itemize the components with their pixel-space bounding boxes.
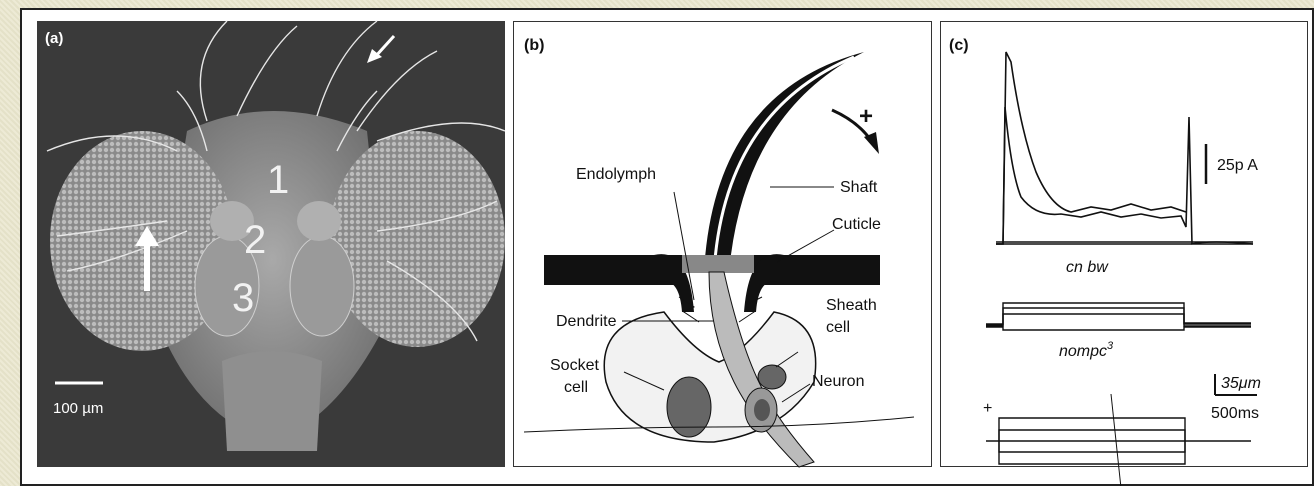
label-socket-cell: cell — [564, 379, 588, 396]
label-socket: Socket — [550, 357, 599, 374]
trace-cn-bw — [996, 52, 1253, 244]
label-sheath-cell: cell — [826, 319, 850, 336]
shaft — [704, 52, 864, 272]
displacement-scale-label: 35μm — [1221, 375, 1261, 392]
trace-plot: (c) 25p A cn bw nompc3 35μm 500ms + — [941, 22, 1309, 468]
scale-bar-label: 100 µm — [53, 400, 103, 417]
trace2-label: nompc3 — [1059, 340, 1114, 360]
label-sheath: Sheath — [826, 297, 877, 314]
panel-c-label: (c) — [949, 37, 969, 54]
current-scale-label: 25p A — [1217, 157, 1258, 174]
label-shaft: Shaft — [840, 179, 878, 196]
fly-head-image: (a) 1 2 3 100 µm — [37, 21, 505, 467]
plus-sign: + — [859, 103, 873, 130]
right-eye — [329, 131, 505, 347]
trace-nompc3 — [986, 303, 1251, 330]
stimulus-steps — [986, 418, 1251, 464]
position-number-1: 1 — [267, 158, 289, 202]
panel-b-schematic: (b) + Endolym — [513, 21, 932, 467]
position-number-2: 2 — [244, 218, 266, 262]
panel-c-recordings: (c) 25p A cn bw nompc3 35μm 500ms + — [940, 21, 1308, 467]
stimulus-plus: + — [983, 400, 992, 417]
trace1-label: cn bw — [1066, 259, 1109, 276]
panel-a-label: (a) — [45, 30, 63, 47]
panel-a-micrograph: (a) 1 2 3 100 µm — [37, 21, 505, 467]
time-scale-label: 500ms — [1211, 405, 1259, 422]
panel-b-label: (b) — [524, 37, 544, 54]
label-endolymph: Endolymph — [576, 166, 656, 183]
bristle-diagram: (b) + Endolym — [514, 22, 933, 468]
label-neuron: Neuron — [812, 373, 864, 390]
label-cuticle: Cuticle — [832, 216, 881, 233]
label-dendrite: Dendrite — [556, 313, 617, 330]
position-number-3: 3 — [232, 276, 254, 320]
